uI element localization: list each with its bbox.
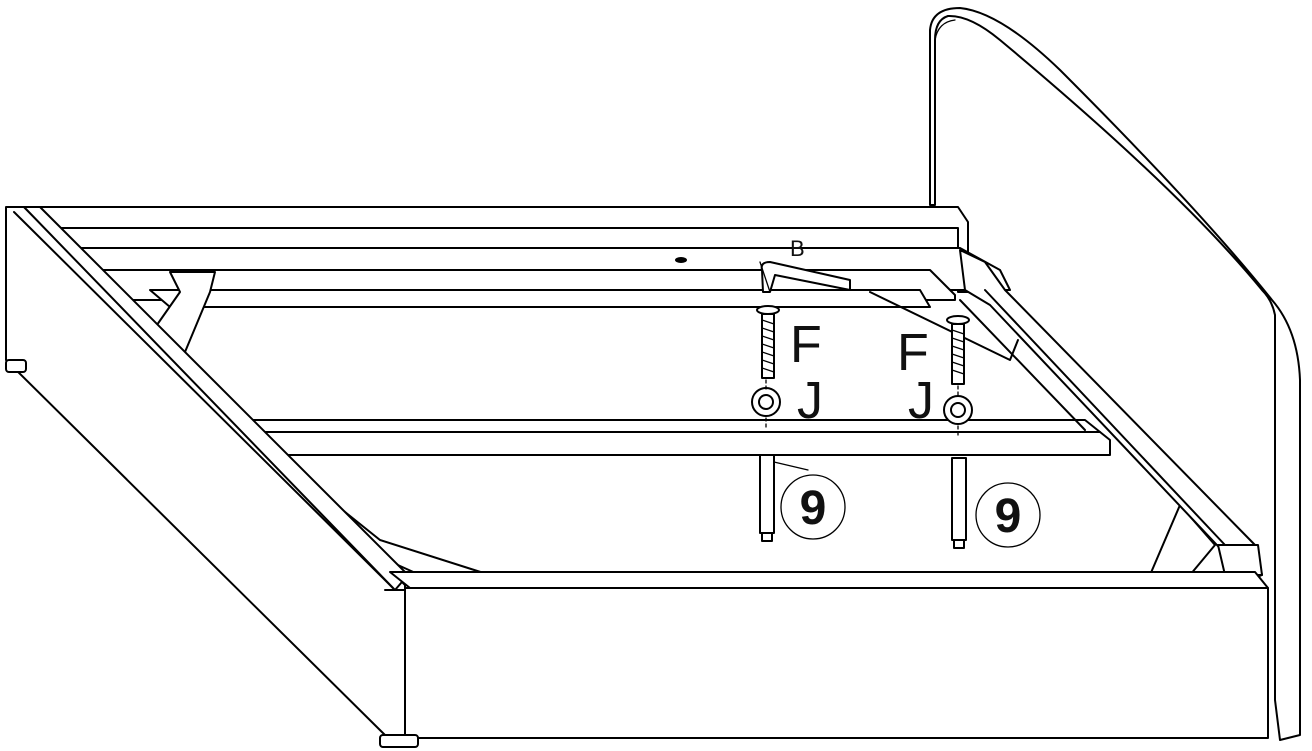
right-side-rail — [959, 249, 1263, 581]
label-leg-right: 9 — [995, 490, 1022, 543]
support-leg-right — [951, 457, 967, 549]
label-bolt-left: F — [790, 316, 822, 374]
foot-front-left — [379, 734, 419, 748]
support-leg-left — [759, 454, 809, 542]
headboard — [929, 7, 1301, 741]
foot-back-left — [5, 359, 27, 373]
label-washer-left: J — [797, 372, 823, 430]
label-washer-right: J — [908, 372, 934, 430]
hex-key-icon — [759, 261, 851, 293]
bed-feet — [5, 359, 419, 748]
label-hex-key: B — [790, 236, 805, 261]
bolt-icon-right — [946, 315, 970, 385]
bolt-icon-left — [756, 305, 780, 379]
washer-icon-right — [943, 385, 973, 437]
label-bolt-right: F — [897, 324, 929, 382]
leg-callout-circle-left — [780, 474, 846, 540]
foot-rail — [384, 571, 1269, 739]
label-leg-left: 9 — [800, 482, 827, 535]
leg-callout-circle-right — [975, 482, 1041, 548]
washer-icon-left — [751, 379, 781, 429]
